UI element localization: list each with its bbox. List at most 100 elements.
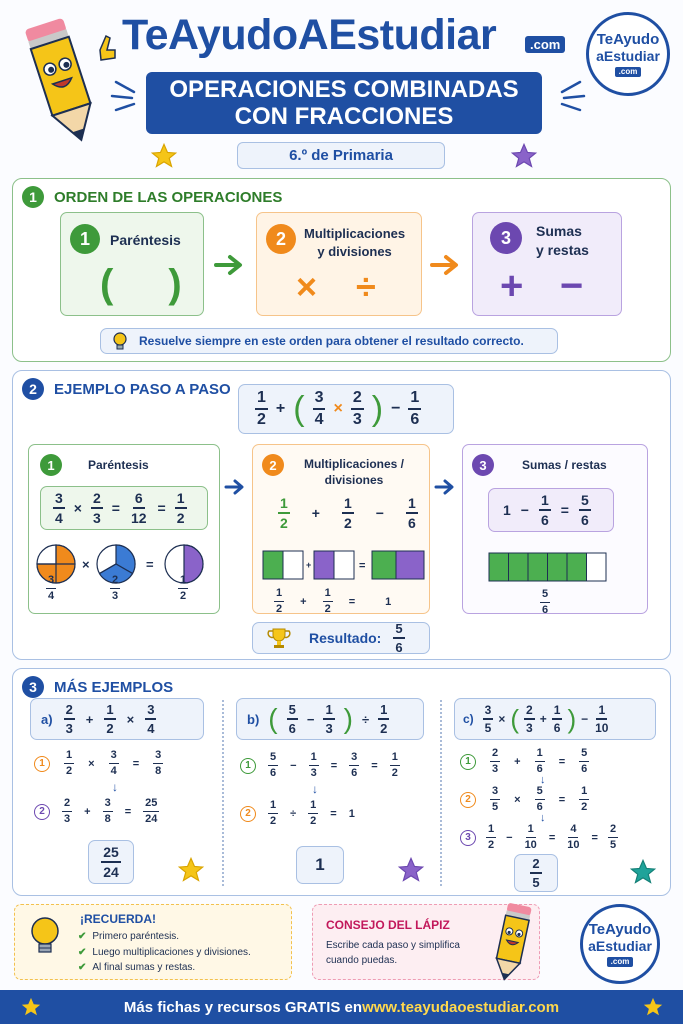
numerator: 1 [178,574,189,589]
star-icon [397,856,425,882]
arrow-down-icon: ↓ [312,782,318,796]
denominator: 6 [581,763,588,775]
operator: × [333,400,343,417]
numerator: 1 [278,496,290,514]
equals: = [330,759,338,772]
times-icon: × [296,266,318,307]
numerator: 1 [308,800,319,814]
numerator: 1 [308,752,319,766]
denominator: 2 [280,515,288,531]
denominator: 6 [542,604,549,616]
numerator: 25 [143,798,160,812]
operator: − [375,505,384,521]
minus-icon: − [560,264,584,308]
numerator: 4 [568,824,579,838]
numerator: 25 [101,845,121,863]
numerator: 2 [524,704,535,720]
step-title: Paréntesis [88,458,149,472]
denominator: 2 [276,603,283,615]
denominator: 6 [536,763,543,775]
denominator: 6 [270,767,277,779]
numerator: 1 [525,824,536,838]
equals: = [371,759,378,772]
arrow-down-icon: ↓ [540,812,546,824]
list-item: ✔Luego multiplicaciones y divisiones. [78,945,251,961]
step-label: Sumas y restas [536,222,589,260]
pencil-mascot-icon [495,903,532,981]
star-icon [21,997,41,1016]
numerator: 1 [408,390,422,410]
denominator: 2 [310,815,317,827]
denominator: 6 [553,721,561,735]
list-item-text: Al final sumas y restas. [92,962,196,973]
step-number: 2 [34,803,50,820]
pie-diagrams: × = [36,544,204,584]
equals-sign: = [146,557,154,572]
bar-result: 1 [385,595,392,608]
denominator: 5 [484,721,492,735]
plus-icon: + [500,264,524,308]
step-label-line-2: y divisiones [317,244,392,259]
footer-link[interactable]: www.teayudaoestudiar.com [362,998,560,1016]
pencil-tip-text: Escribe cada paso y simplifica cuando pu… [326,938,460,968]
numerator: 5 [540,589,551,603]
step-number: 2 [262,454,284,476]
open-paren: ( [510,703,520,734]
numerator: 1 [268,800,279,814]
numerator: 1 [255,390,268,410]
tip-text: Resuelve siempre en este orden para obte… [139,334,524,348]
sparkle-lines-icon [560,80,586,112]
remember-box [14,904,292,980]
denominator: 6 [410,411,420,428]
arrow-right-icon [434,479,454,495]
numerator: 1 [274,588,285,602]
denominator: 6 [407,515,416,531]
denominator: 2 [270,815,277,827]
numerator: 1 [579,786,590,800]
step-label-line-2: y restas [536,242,589,258]
operator: − [520,502,529,518]
numerator: 1 [64,750,75,764]
close-paren: ) [371,389,384,428]
denominator: 6 [395,640,403,655]
denominator: 12 [130,510,147,526]
denominator: 2 [380,721,388,736]
operator: − [290,759,297,772]
equals: = [124,805,132,818]
numerator: 2 [530,857,542,874]
tip-box: Resuelve siempre en este orden para obte… [100,328,558,354]
operator: − [506,831,513,844]
step-number: 3 [490,222,522,254]
list-item: ✔Al final sumas y restas. [78,960,251,976]
step-label: Multiplicaciones y divisiones [304,225,405,261]
operator: × [88,757,95,770]
